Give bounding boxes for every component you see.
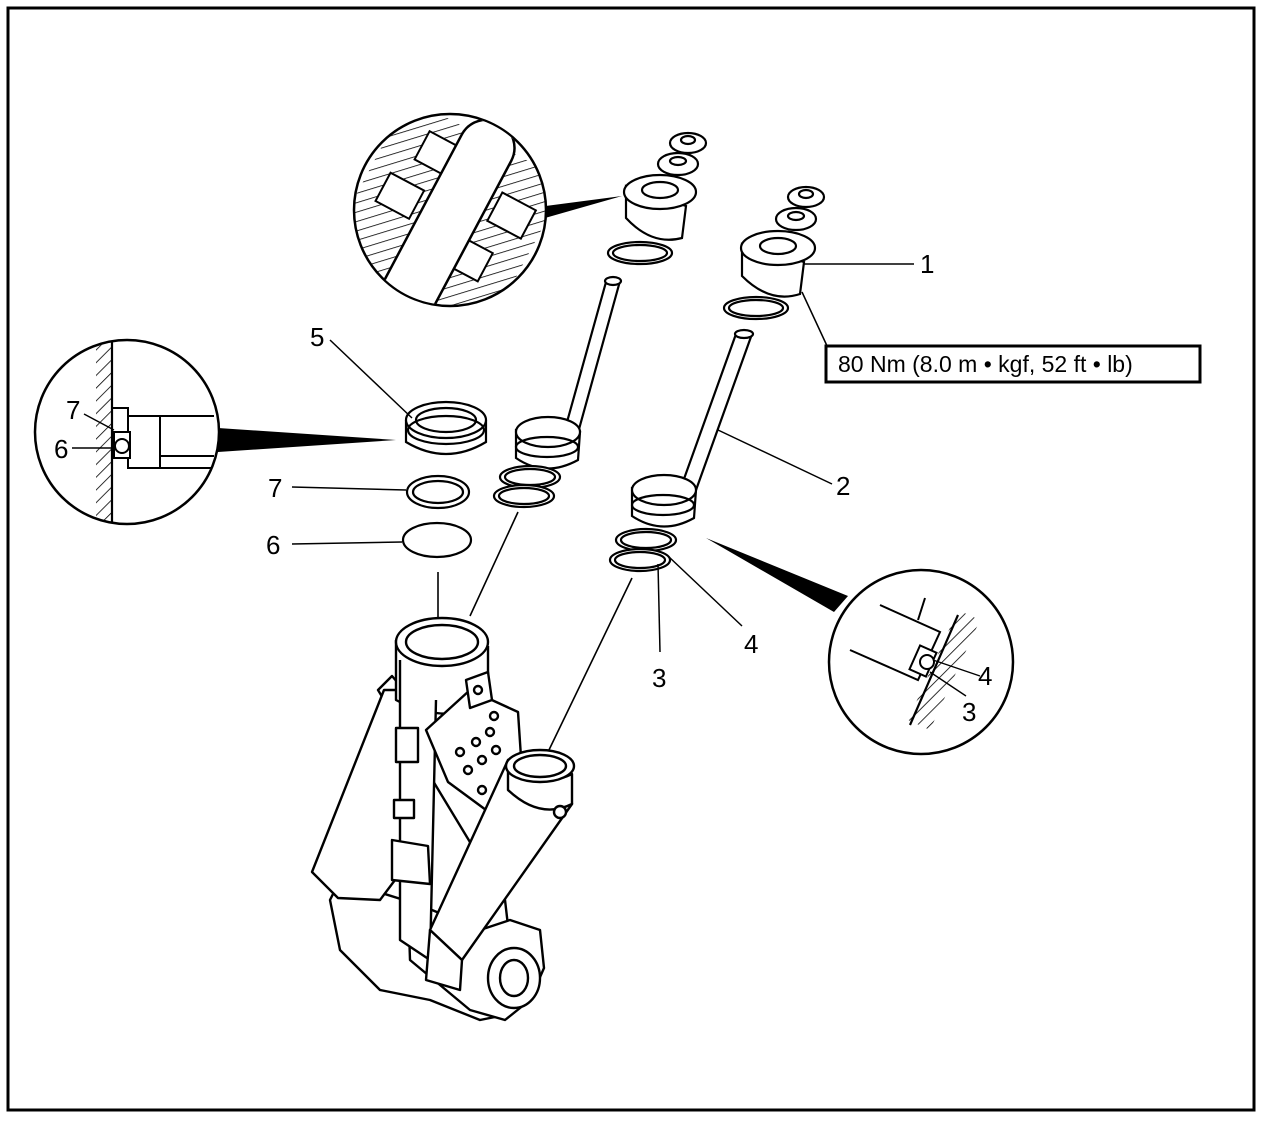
callout-6: 6 (266, 530, 280, 560)
detail-left-label-6: 6 (54, 434, 68, 464)
detail-circle-top (352, 112, 622, 308)
left-seal-pack (401, 400, 488, 559)
callout-3: 3 (652, 663, 666, 693)
leader-lines (291, 263, 914, 653)
detail-circle-right: 4 3 (706, 538, 1015, 756)
left-cylinder-parts (492, 131, 708, 509)
right-cylinder-parts (608, 185, 826, 573)
detail-right-label-3: 3 (962, 697, 976, 727)
cylinder-housing-body (310, 616, 576, 1022)
callout-1: 1 (920, 249, 934, 279)
detail-right-label-4: 4 (978, 661, 992, 691)
torque-spec-box: 80 Nm (8.0 m • kgf, 52 ft • lb) (824, 344, 1202, 384)
detail-circle-left: 7 6 (33, 338, 396, 526)
callout-2: 2 (836, 471, 850, 501)
callout-5: 5 (310, 322, 324, 352)
torque-spec-text: 80 Nm (8.0 m • kgf, 52 ft • lb) (838, 351, 1133, 377)
detail-left-label-7: 7 (66, 395, 80, 425)
figure-frame (6, 6, 1256, 1112)
callout-4: 4 (744, 629, 758, 659)
callout-7: 7 (268, 473, 282, 503)
